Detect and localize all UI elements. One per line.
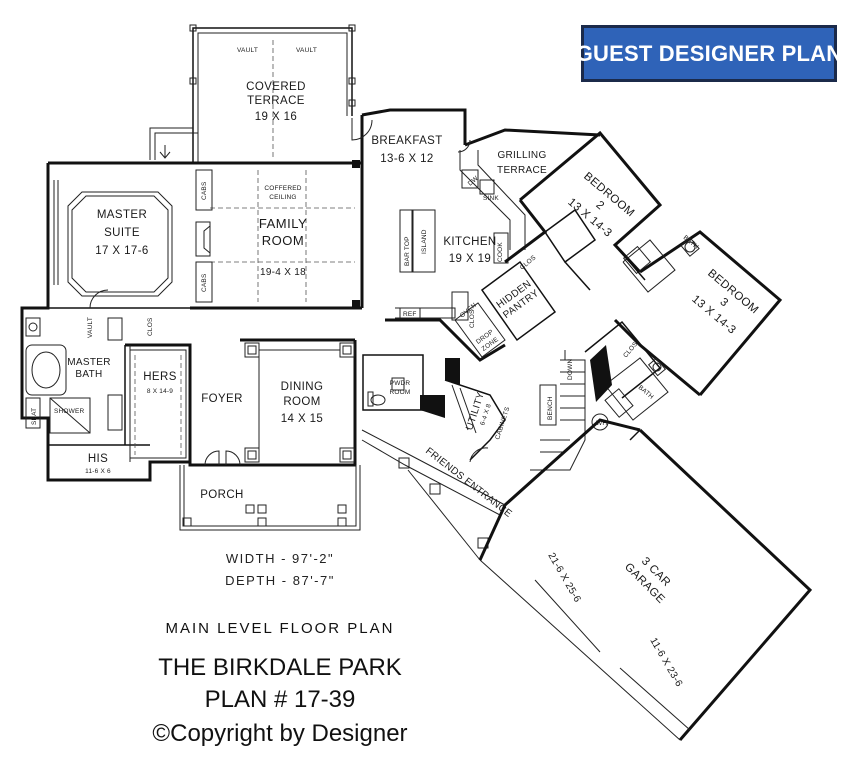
family-room-size: 19-4 X 18	[260, 267, 306, 278]
cabs-label-bottom: CABS	[201, 273, 208, 292]
cabs-label-top: CABS	[201, 181, 208, 200]
friends-entrance-outline	[361, 429, 506, 561]
kitchen-bar-top: BAR TOP	[404, 236, 411, 266]
hers-closet-detail	[129, 345, 187, 462]
his-name: HIS	[88, 453, 108, 465]
vault-label-right: VAULT	[296, 47, 317, 54]
covered-terrace-size: 19 X 16	[255, 111, 297, 123]
pantry-drop-zone-detail	[454, 260, 557, 358]
kitchen-sink: SINK	[483, 195, 499, 202]
powder-room-name-1: PWDR	[390, 380, 411, 387]
stair-bench-detail	[530, 345, 612, 471]
his-size: 11-6 X 6	[85, 468, 111, 475]
master-bath-fixtures	[25, 317, 123, 434]
down-label: DOWN	[567, 359, 574, 380]
master-suite-name-1: MASTER	[97, 209, 147, 221]
bedroom3-bath-closet	[584, 320, 669, 421]
master-bath-shower: SHOWER	[54, 408, 85, 415]
caption-subtitle: MAIN LEVEL FLOOR PLAN	[165, 620, 395, 637]
hers-size: 8 X 14-9	[147, 388, 173, 395]
family-ceiling-1: COFFERED	[264, 185, 301, 192]
powder-room-name-2: ROOM	[389, 389, 410, 396]
caption-title: THE BIRKDALE PARK	[158, 654, 402, 681]
master-bath-vault: VAULT	[87, 317, 94, 338]
breakfast-door	[351, 118, 471, 153]
house-exterior-walls	[20, 108, 601, 482]
depth-dimension: DEPTH - 87'-7"	[225, 573, 335, 588]
dining-room-name-2: ROOM	[283, 396, 320, 408]
dining-room-detail	[204, 342, 355, 466]
vault-label-left: VAULT	[237, 47, 258, 54]
kitchen-island: ISLAND	[421, 229, 428, 254]
clos-label-kitchen: CLOS	[469, 309, 476, 328]
friends-entrance-name: FRIENDS ENTRANCE	[423, 446, 514, 520]
kitchen-name: KITCHEN	[443, 236, 496, 248]
wh-label: WH	[596, 420, 607, 427]
porch-outline	[179, 465, 361, 531]
hers-name: HERS	[143, 371, 177, 383]
foyer-name: FOYER	[201, 393, 243, 405]
porch-name: PORCH	[200, 489, 244, 501]
master-bath-name-2: BATH	[75, 369, 102, 380]
covered-terrace-name-2: TERRACE	[247, 95, 305, 107]
master-suite-detail	[53, 180, 173, 309]
kitchen-ref: REF	[403, 311, 417, 318]
powder-utility-detail	[362, 354, 506, 463]
kitchen-detail	[385, 150, 526, 362]
clos-label-master: CLOS	[147, 317, 154, 336]
grilling-terrace-name-2: TERRACE	[497, 165, 547, 176]
kitchen-size: 19 X 19	[449, 253, 491, 265]
garage-size-2: 11-6 X 23-6	[647, 636, 684, 689]
family-room-name-1: FAMILY	[259, 216, 307, 231]
dining-room-size: 14 X 15	[281, 413, 323, 425]
guest-designer-plan-badge: GUEST DESIGNER PLAN	[576, 25, 842, 82]
width-dimension: WIDTH - 97'-2"	[225, 551, 335, 566]
master-suite-name-2: SUITE	[104, 227, 140, 239]
bedroom-wing-walls	[504, 130, 783, 397]
covered-terrace-outline	[149, 24, 356, 163]
family-room-detail	[195, 160, 360, 308]
breakfast-size: 13-6 X 12	[380, 153, 433, 165]
breakfast-name: BREAKFAST	[371, 135, 442, 147]
grilling-terrace-name-1: GRILLING	[497, 150, 546, 161]
bedroom2-number: 2	[593, 199, 606, 213]
caption-copyright: ©Copyright by Designer	[152, 720, 408, 747]
bench-label: BENCH	[547, 396, 554, 420]
master-suite-size: 17 X 17-6	[95, 245, 148, 257]
garage-size-1: 21-6 X 25-6	[545, 551, 582, 605]
utility-cabinets: CABINETS	[494, 406, 511, 441]
bath-label-bedroom3: BATH	[637, 384, 655, 401]
caption-plan-number: PLAN # 17-39	[204, 686, 356, 713]
dining-room-name-1: DINING	[281, 381, 324, 393]
bedroom3-number: 3	[717, 296, 730, 310]
master-bath-name-1: MASTER	[67, 357, 110, 368]
garage-walls	[478, 418, 813, 741]
covered-terrace-name-1: COVERED	[246, 81, 306, 93]
family-ceiling-2: CEILING	[269, 194, 296, 201]
clos-label-bedroom2: CLOS	[519, 254, 538, 272]
family-room-name-2: ROOM	[262, 233, 304, 248]
badge-text: GUEST DESIGNER PLAN	[575, 40, 843, 66]
master-bath-seat: SEAT	[31, 408, 38, 425]
kitchen-cook: COOK	[497, 242, 504, 262]
